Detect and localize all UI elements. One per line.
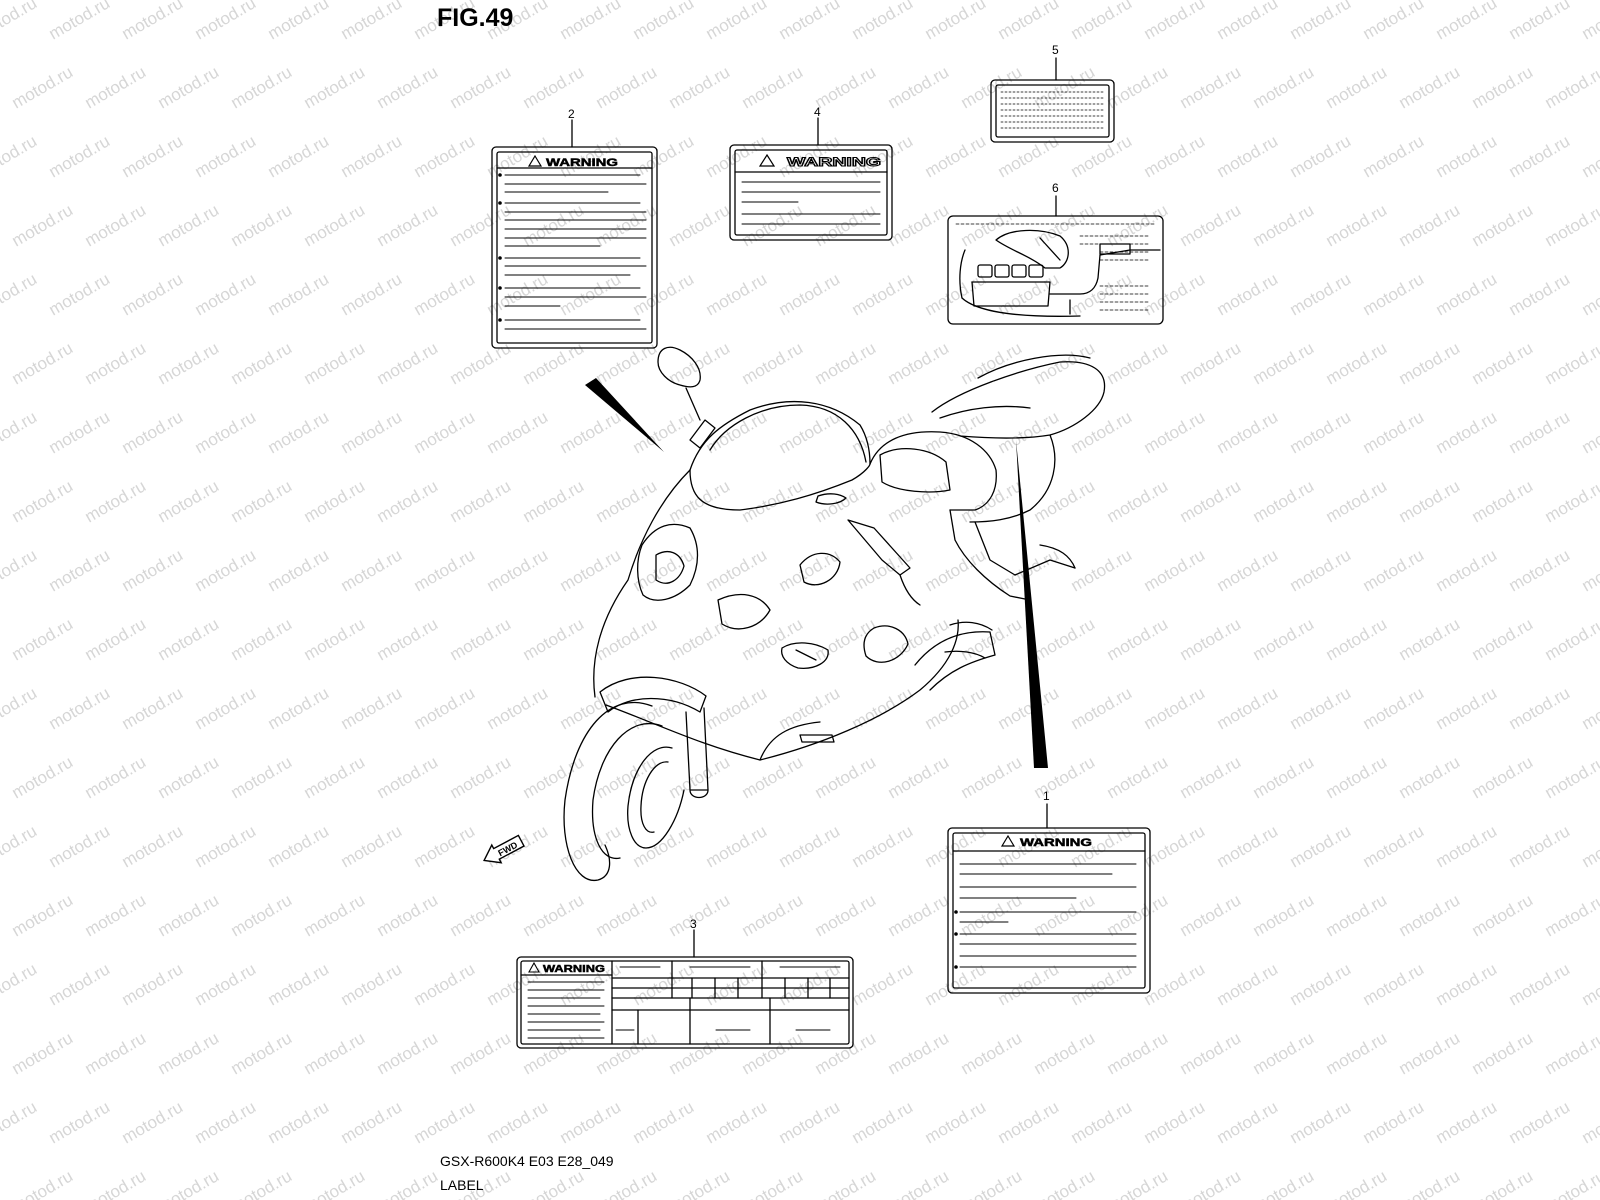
label-4-heading: WARNING (787, 155, 881, 169)
warning-triangle-icon (527, 154, 543, 167)
label-1-heading: WARNING (1020, 837, 1092, 849)
warning-triangle-icon (758, 153, 776, 167)
figure-title: FIG.49 (437, 4, 514, 32)
label-5-group (990, 57, 1115, 143)
watermark-text: motod.ru (0, 1166, 3, 1200)
warning-heading-1: WARNING (1000, 834, 1092, 849)
pointer-wedges (585, 378, 1048, 768)
callout-1: 1 (1043, 789, 1050, 803)
label-4-group (729, 117, 893, 241)
fwd-direction-marker: FWD (483, 834, 525, 864)
label-3-heading: WARNING (543, 964, 605, 975)
label-2-heading: WARNING (546, 157, 618, 169)
callout-5: 5 (1052, 43, 1059, 57)
label-1-group (947, 803, 1151, 994)
callout-3: 3 (690, 917, 697, 931)
motorcycle-outline (563, 346, 1106, 881)
callout-2: 2 (568, 107, 575, 121)
warning-triangle-icon (1000, 834, 1016, 847)
model-code: GSX-R600K4 E03 E28_049 (440, 1153, 614, 1169)
warning-heading-3: WARNING (528, 961, 606, 975)
warning-heading-2: WARNING (527, 154, 618, 169)
label-3-group (516, 929, 854, 1049)
warning-triangle-icon (528, 961, 540, 973)
callout-4: 4 (814, 105, 821, 119)
callout-6: 6 (1052, 181, 1059, 195)
label-6-group (947, 195, 1164, 325)
arrow-left-icon (483, 834, 525, 864)
warning-heading-4: WARNING (758, 153, 882, 170)
label-2-text-lines (504, 174, 647, 330)
section-name: LABEL (440, 1177, 484, 1193)
label-2-group (491, 119, 658, 349)
